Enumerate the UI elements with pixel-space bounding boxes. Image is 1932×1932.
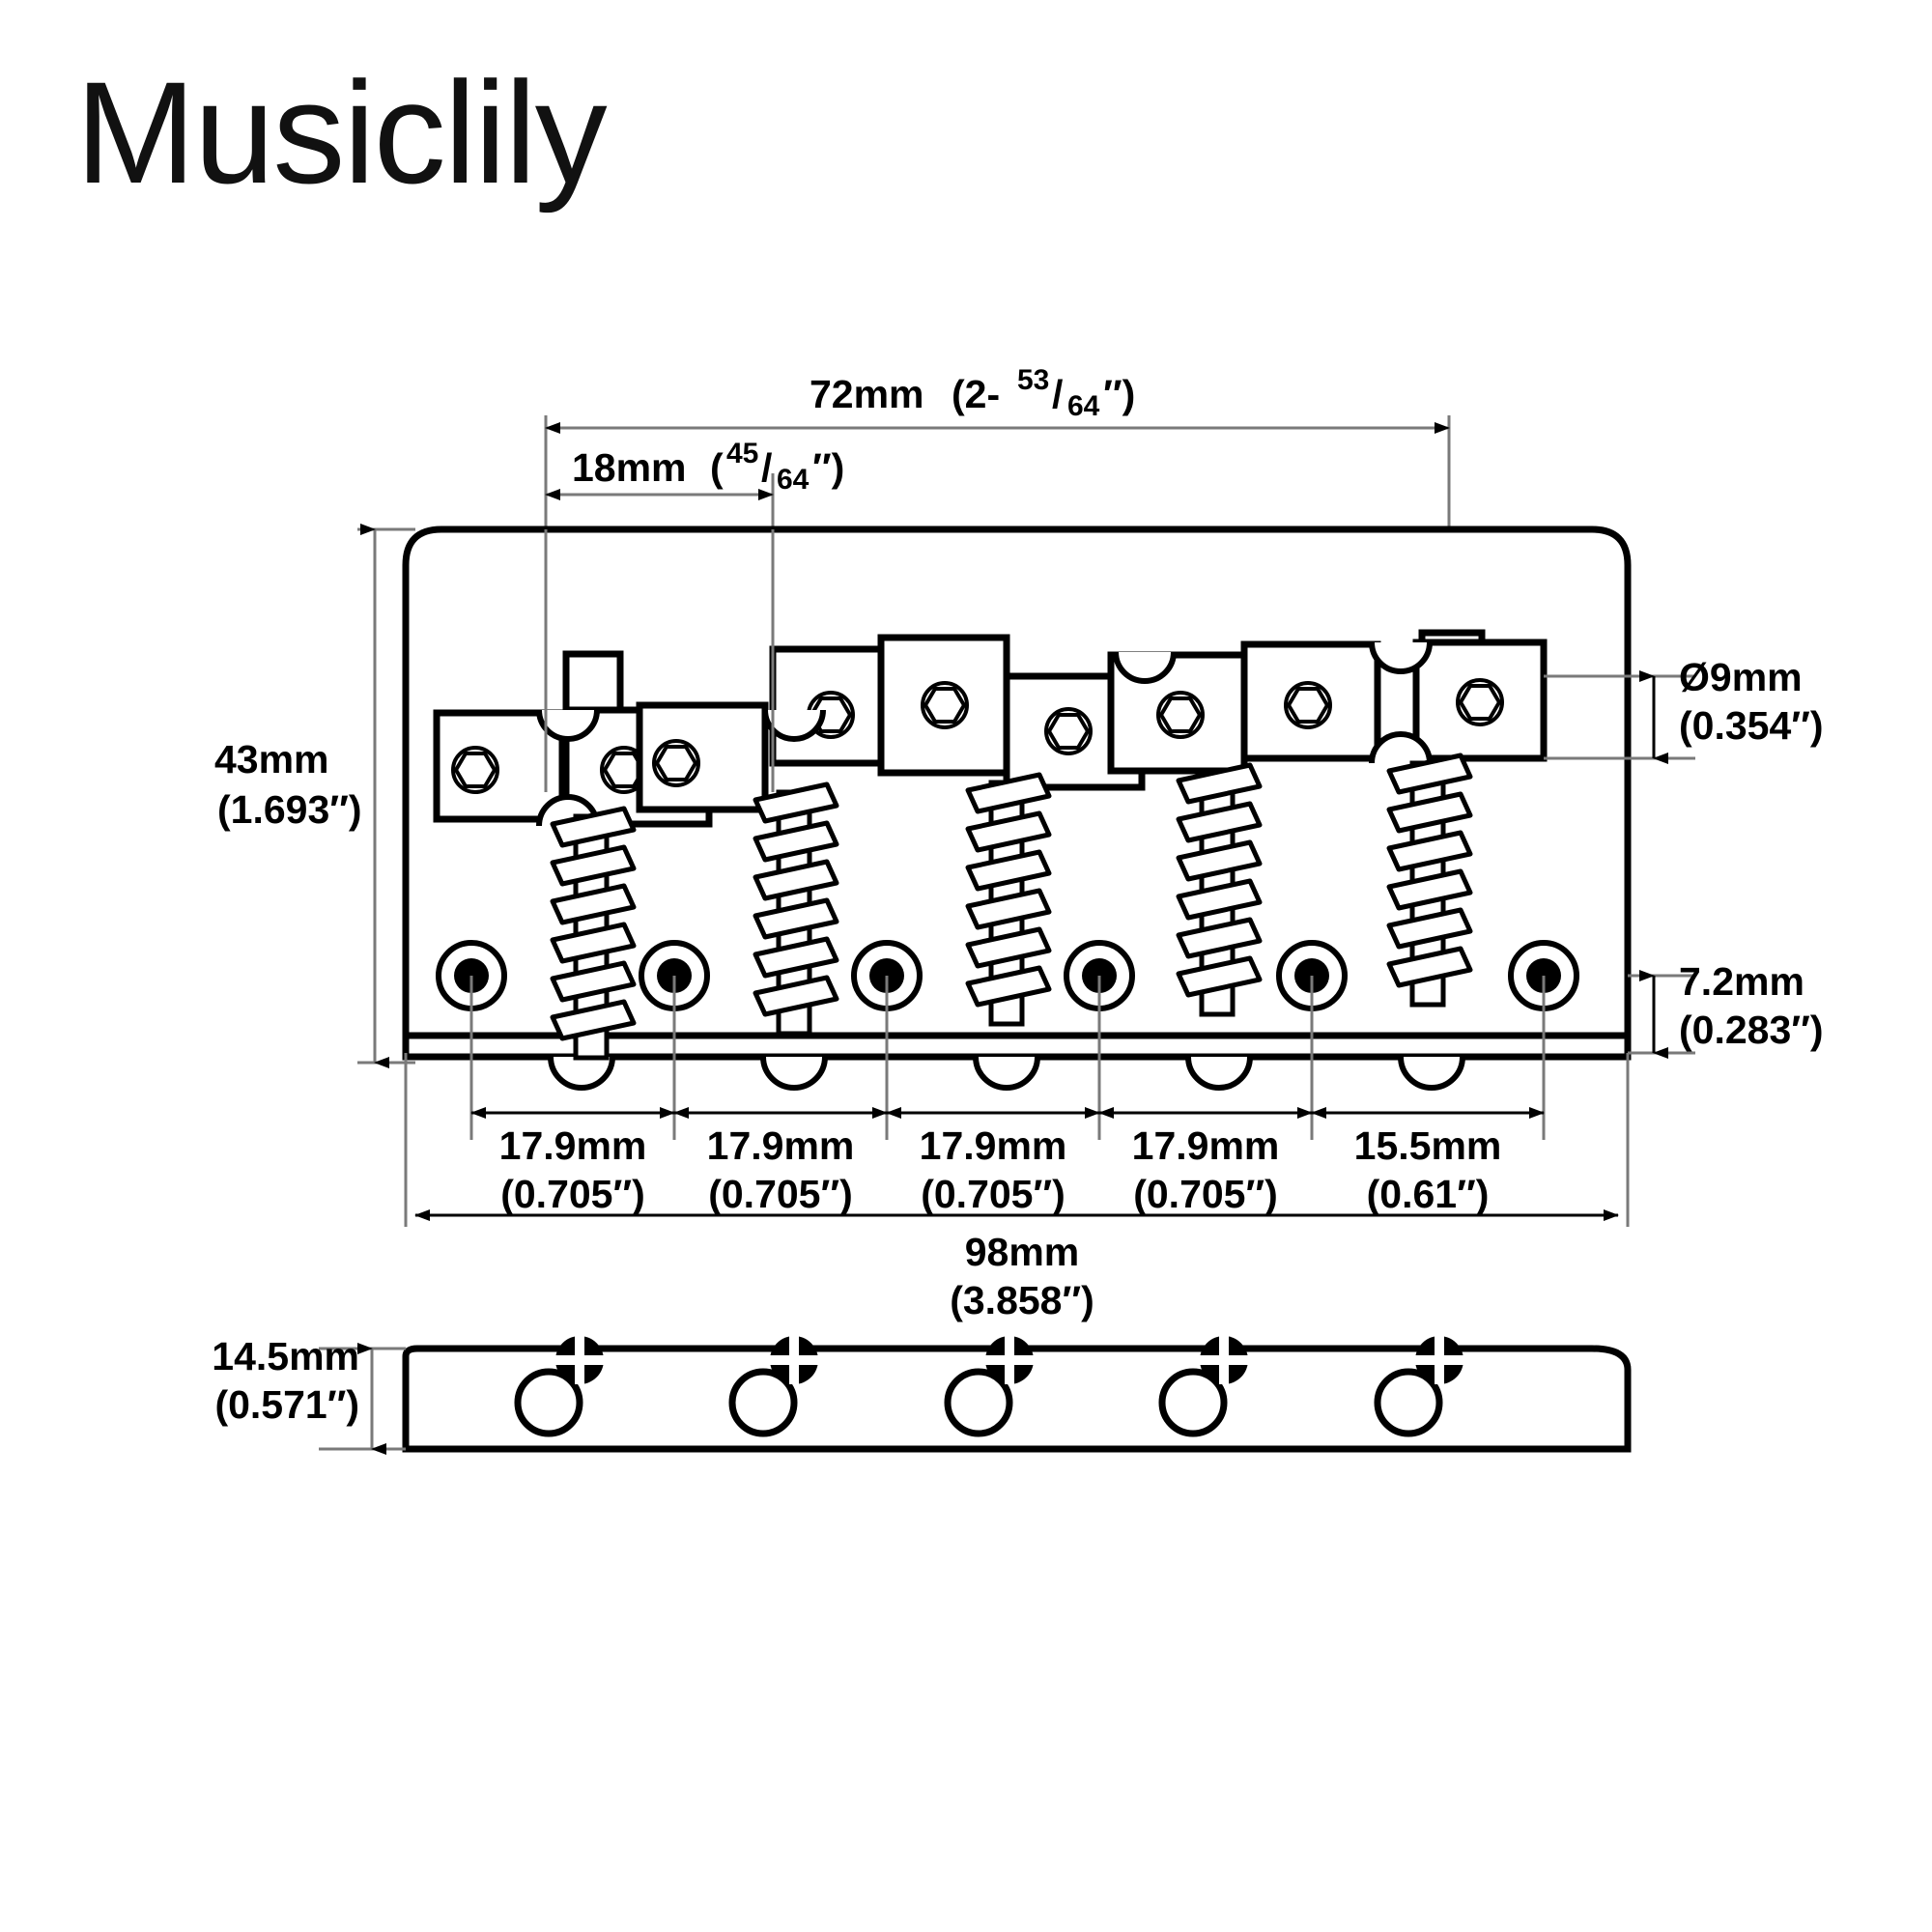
dim-top-offset-denominator: 64 xyxy=(777,464,810,496)
dim-height-mm: 43mm xyxy=(214,737,329,781)
dim-top-overall-denominator: 64 xyxy=(1067,390,1100,422)
saddle-6-hex-screw[interactable] xyxy=(1044,707,1093,755)
saddle-group xyxy=(433,629,1548,828)
phillips-screw-5[interactable] xyxy=(1415,1336,1463,1384)
saddle-3[interactable] xyxy=(636,701,769,813)
dim-spacing-3-inch: (0.705″) xyxy=(921,1172,1065,1216)
dimension-string-spacings: 17.9mm (0.705″) 17.9mm (0.705″) 17.9mm (… xyxy=(470,1107,1545,1216)
lip-notches xyxy=(548,1056,1465,1091)
dim-top-overall-slash: / xyxy=(1052,372,1063,416)
saddle-5[interactable] xyxy=(877,634,1010,777)
dim-saddle-dia-mm: Ø9mm xyxy=(1679,655,1803,699)
saddle-3-hex-screw[interactable] xyxy=(652,739,700,787)
dim-spacing-2-mm: 17.9mm xyxy=(707,1123,855,1168)
saddle-1-hex-screw[interactable] xyxy=(451,746,499,794)
dimension-width-overall: 98mm (3.858″) xyxy=(414,1209,1619,1322)
dim-top-overall-mm: 72mm xyxy=(810,372,924,416)
dim-saddle-dia-inch: (0.354″) xyxy=(1679,703,1824,748)
dim-lip-mm: 7.2mm xyxy=(1679,959,1804,1004)
side-hole-2[interactable] xyxy=(728,1368,798,1437)
dim-spacing-5-inch: (0.61″) xyxy=(1367,1172,1490,1216)
phillips-screw-4[interactable] xyxy=(1200,1336,1248,1384)
dim-top-offset-open: ( xyxy=(710,445,724,490)
saddle-9[interactable] xyxy=(1412,629,1548,762)
saddle-7-hex-screw[interactable] xyxy=(1156,691,1205,739)
side-hole-4[interactable] xyxy=(1158,1368,1228,1437)
saddle-5-hex-screw[interactable] xyxy=(921,681,969,729)
dim-spacing-2-inch: (0.705″) xyxy=(708,1172,853,1216)
dim-top-offset-close: ″) xyxy=(812,445,844,490)
dim-spacing-4-mm: 17.9mm xyxy=(1132,1123,1280,1168)
saddle-8-hex-screw[interactable] xyxy=(1284,681,1332,729)
dim-top-overall-close: ″) xyxy=(1103,372,1135,416)
dimension-plate-lip: 7.2mm (0.283″) xyxy=(1639,959,1824,1059)
dim-spacing-1-inch: (0.705″) xyxy=(500,1172,645,1216)
brand-logo: Musiclily xyxy=(75,51,608,213)
dim-spacing-4-inch: (0.705″) xyxy=(1133,1172,1278,1216)
side-view-mounting-holes xyxy=(514,1368,1443,1437)
dimension-top-overall: 72mm (2- 53 / 64 ″) xyxy=(544,364,1451,541)
phillips-screw-2[interactable] xyxy=(770,1336,818,1384)
dim-top-overall-inch-whole: (2- xyxy=(952,372,1000,416)
side-hole-1[interactable] xyxy=(514,1368,583,1437)
dim-spacing-1-mm: 17.9mm xyxy=(499,1123,647,1168)
dimension-side-height: 14.5mm (0.571″) xyxy=(212,1334,406,1455)
dimension-saddle-diameter: Ø9mm (0.354″) xyxy=(1639,655,1824,764)
dim-side-height-mm: 14.5mm xyxy=(212,1334,359,1378)
dim-side-height-inch: (0.571″) xyxy=(214,1382,359,1427)
phillips-screw-3[interactable] xyxy=(985,1336,1034,1384)
dim-width-mm: 98mm xyxy=(965,1230,1080,1274)
bridge-side-view xyxy=(402,1336,1632,1453)
dim-top-offset-numerator: 45 xyxy=(726,438,758,469)
dim-spacing-3-mm: 17.9mm xyxy=(920,1123,1067,1168)
dimension-height-overall: 43mm (1.693″) xyxy=(214,524,415,1068)
dim-height-inch: (1.693″) xyxy=(217,787,362,832)
saddle-1[interactable] xyxy=(433,709,566,823)
dim-top-offset-mm: 18mm xyxy=(572,445,687,490)
phillips-screw-1[interactable] xyxy=(555,1336,604,1384)
dim-lip-inch: (0.283″) xyxy=(1679,1008,1824,1052)
saddle-notches xyxy=(536,641,1433,827)
dim-top-overall-numerator: 53 xyxy=(1017,364,1049,396)
side-hole-5[interactable] xyxy=(1374,1368,1443,1437)
dim-width-inch: (3.858″) xyxy=(950,1278,1094,1322)
saddle-9-hex-screw[interactable] xyxy=(1456,678,1504,726)
saddle-8[interactable] xyxy=(1240,640,1381,762)
dim-spacing-5-mm: 15.5mm xyxy=(1354,1123,1502,1168)
dim-top-offset-slash: / xyxy=(761,445,772,490)
side-hole-3[interactable] xyxy=(944,1368,1013,1437)
